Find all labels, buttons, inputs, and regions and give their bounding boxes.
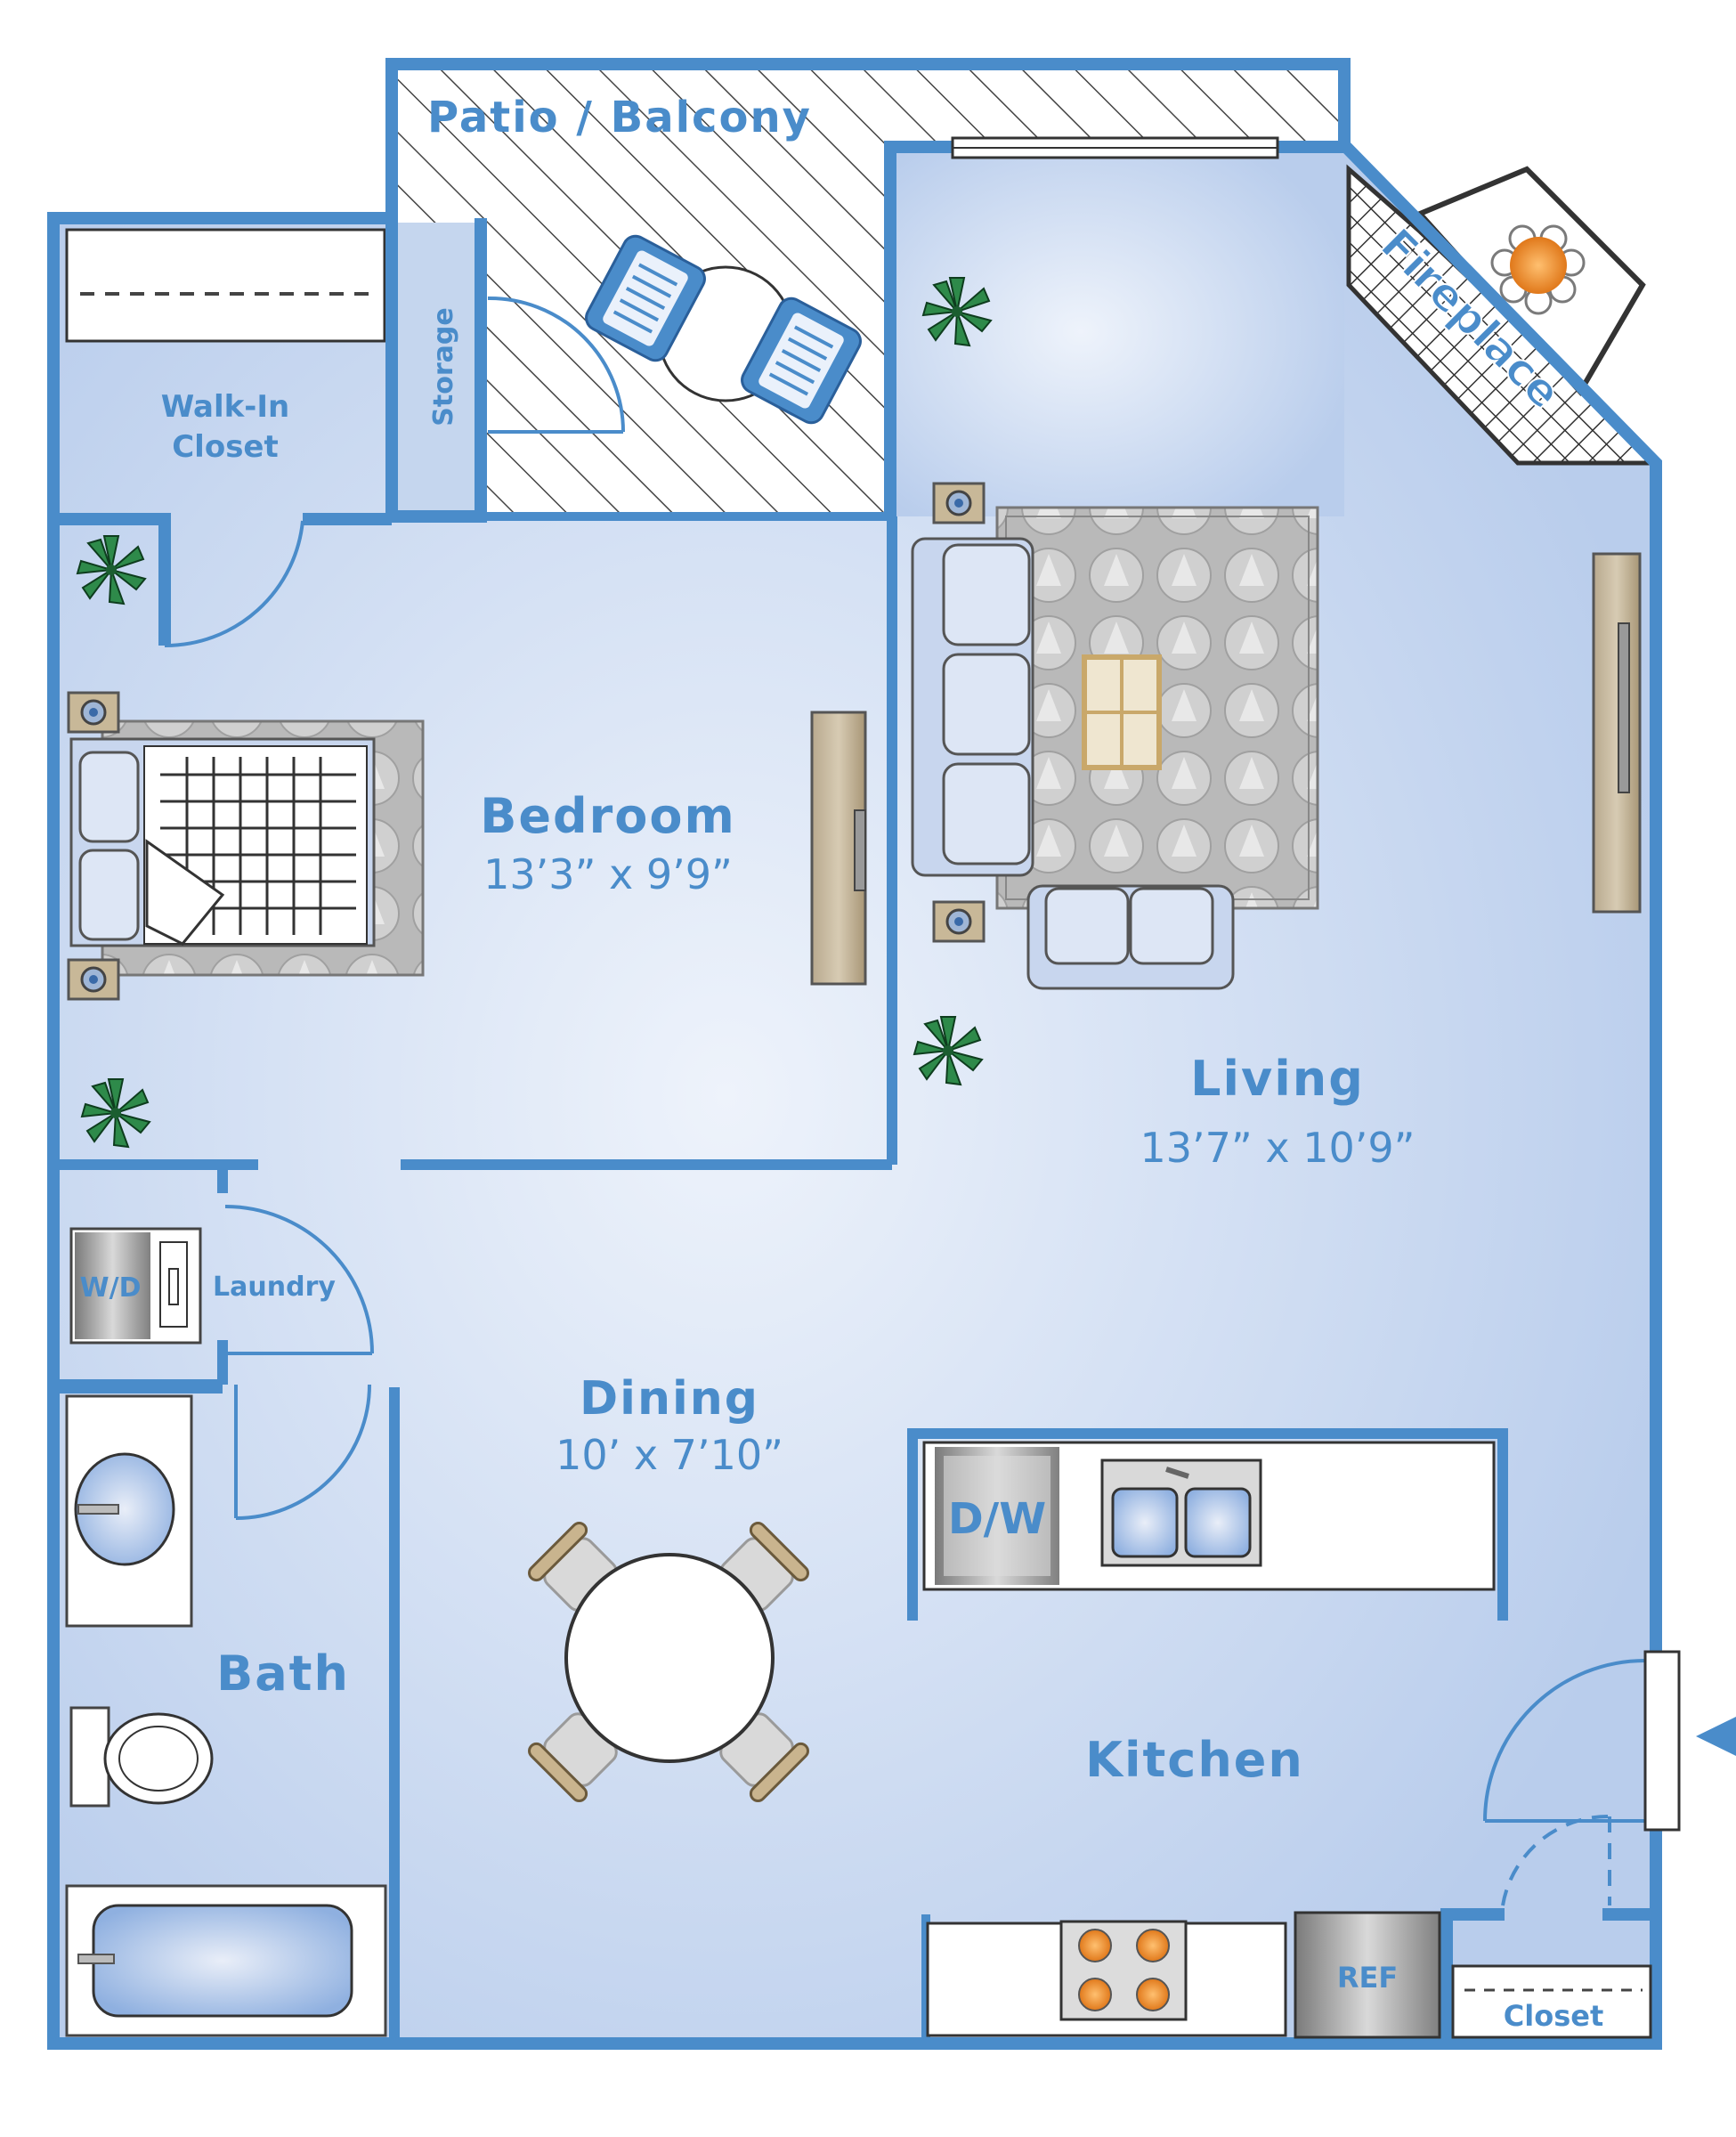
closet-label: Closet: [1504, 1999, 1603, 2033]
bedroom-furniture: [67, 691, 867, 1001]
laundry-label: Laundry: [213, 1272, 336, 1303]
patio-label: Patio / Balcony: [427, 93, 812, 142]
washer-dryer-label: W/D: [80, 1272, 142, 1304]
bath-label: Bath: [216, 1645, 350, 1702]
kitchen-label: Kitchen: [1085, 1732, 1304, 1788]
dining-table: [524, 1518, 813, 1806]
storage-label: Storage: [428, 307, 459, 426]
living-label: Living: [1190, 1051, 1365, 1107]
dining-label: Dining: [580, 1372, 759, 1426]
refrigerator-label: REF: [1337, 1961, 1398, 1995]
living-dims: 13’7” x 10’9”: [1140, 1124, 1416, 1172]
walkin-label-line1: Walk-In: [161, 389, 289, 425]
entry-door[interactable]: [1643, 1650, 1681, 1832]
kitchen-counter: [926, 1911, 1652, 2039]
fire-icon: [1490, 224, 1586, 315]
living-furniture: [911, 482, 1642, 990]
entry-arrow-icon: [1696, 1717, 1736, 1756]
dishwasher-label: D/W: [948, 1494, 1046, 1544]
walkin-label-line2: Closet: [172, 429, 279, 465]
window: [951, 136, 1279, 159]
bedroom-label: Bedroom: [480, 788, 736, 844]
bedroom-dims: 13’3” x 9’9”: [483, 850, 733, 898]
kitchen-island: [922, 1441, 1496, 1591]
doors: [164, 296, 1646, 1906]
closet-shelf: [65, 228, 386, 343]
walls: [47, 58, 1662, 2050]
patio-table-set: [585, 234, 862, 425]
washer-dryer: [69, 1227, 202, 1345]
bath-fixtures: [65, 1394, 387, 2037]
dining-dims: 10’ x 7’10”: [556, 1431, 783, 1479]
